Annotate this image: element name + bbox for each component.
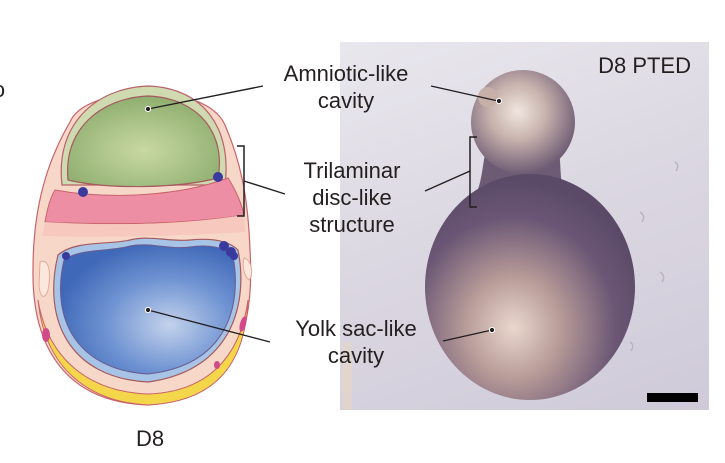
label-line: cavity <box>317 88 375 113</box>
cropped-text-fragment: ɔ <box>0 77 5 103</box>
label-yolk-sac-cavity: Yolk sac-like cavity <box>270 315 442 369</box>
label-amniotic-cavity: Amniotic-like cavity <box>258 60 434 114</box>
label-line: Amniotic-like <box>283 61 409 86</box>
cell-marker <box>213 172 223 182</box>
schematic-caption: D8 <box>135 426 165 451</box>
embryo-photo-rendering <box>342 70 679 410</box>
cell-marker <box>230 252 238 260</box>
cell-marker <box>42 328 50 342</box>
scale-bar <box>647 393 698 402</box>
cell-marker <box>62 252 70 260</box>
label-line: Trilaminar <box>303 158 401 183</box>
cell-marker <box>214 361 220 369</box>
cell-marker <box>219 241 229 251</box>
cell-marker <box>239 316 247 332</box>
label-trilaminar-disc: Trilaminar disc-like structure <box>282 157 422 238</box>
label-line: cavity <box>327 343 385 368</box>
photo-title: D8 PTED <box>598 53 691 78</box>
label-line: disc-like <box>312 185 392 210</box>
amniotic-cavity <box>66 95 220 188</box>
cell-marker <box>78 187 88 197</box>
label-line: structure <box>309 212 395 237</box>
microscopy-photo: D8 PTED <box>340 42 709 410</box>
label-line: Yolk sac-like <box>295 316 417 341</box>
